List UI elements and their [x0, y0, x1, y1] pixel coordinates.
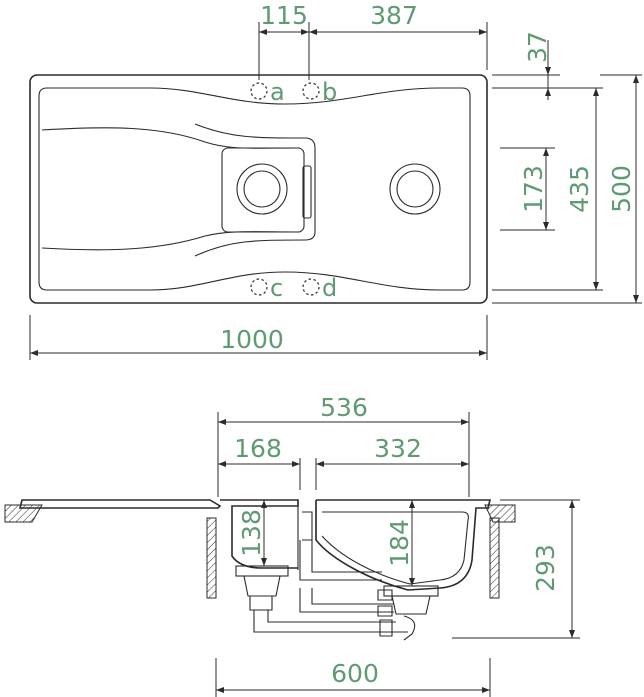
drainer-groove-top-2 [194, 123, 316, 257]
dimension-387: 387 [309, 1, 488, 70]
dimension-536: 536 [217, 393, 470, 497]
section-view: 536 168 332 138 18 [4, 393, 580, 697]
overflow-pipe [299, 540, 382, 581]
tap-hole-c-label: c [270, 274, 283, 302]
cabinet-wall-right [489, 517, 500, 599]
dimension-332: 332 [315, 434, 469, 490]
dimension-168: 168 [218, 434, 301, 490]
dim-500-label: 500 [607, 165, 636, 213]
dim-435-label: 435 [565, 165, 594, 213]
dimension-37: 37 [492, 31, 560, 100]
dim-293-label: 293 [531, 544, 560, 592]
large-bowl-section [315, 499, 492, 591]
dim-184-label: 184 [385, 519, 414, 567]
dim-536-label: 536 [320, 393, 368, 422]
dim-37-label: 37 [523, 31, 552, 63]
large-bowl-drain-inner [396, 170, 434, 208]
dimension-293: 293 [452, 499, 580, 639]
overflow-slot [302, 165, 312, 219]
dim-173-label: 173 [519, 165, 548, 213]
small-bowl-drain-outer [236, 163, 288, 215]
drainer-groove-top [41, 127, 301, 149]
large-bowl-inner [321, 511, 469, 585]
dim-600-label: 600 [331, 659, 379, 688]
trap-pipe [253, 588, 408, 633]
small-bowl [221, 147, 305, 233]
tap-hole-b [302, 82, 320, 100]
dim-332-label: 332 [374, 434, 422, 463]
dimension-600: 600 [215, 658, 491, 697]
dimension-435: 435 [492, 87, 603, 291]
dimension-500: 500 [492, 74, 642, 304]
tap-hole-b-label: b [322, 78, 337, 106]
cabinet-wall-left [206, 517, 217, 599]
dim-387-label: 387 [370, 1, 418, 30]
tap-hole-a-label: a [270, 78, 285, 106]
large-drain-body [391, 595, 431, 615]
top-view: a b c d 115 387 [29, 1, 642, 360]
dimension-138: 138 [237, 500, 267, 566]
large-bowl-drain-outer [389, 163, 441, 215]
dim-138-label: 138 [237, 509, 266, 557]
dimension-173: 173 [500, 147, 555, 231]
sink-inner-rim [38, 87, 471, 291]
countertop-left [4, 504, 43, 523]
divider-section [297, 500, 317, 570]
dim-1000-label: 1000 [220, 325, 284, 354]
dim-168-label: 168 [234, 434, 282, 463]
tap-hole-a [250, 82, 268, 100]
tap-hole-d [302, 278, 320, 296]
tap-hole-d-label: d [322, 274, 337, 302]
small-drain-body [243, 575, 281, 611]
dimension-184: 184 [385, 500, 415, 586]
sink-section-profile [18, 499, 222, 509]
sink-outer-outline [29, 74, 488, 304]
small-bowl-drain-inner [243, 170, 281, 208]
tap-hole-c [250, 278, 268, 296]
dim-115-label: 115 [260, 1, 308, 30]
trap-fittings [377, 589, 416, 641]
dimension-1000: 1000 [29, 315, 488, 360]
dimension-115: 115 [258, 1, 310, 80]
